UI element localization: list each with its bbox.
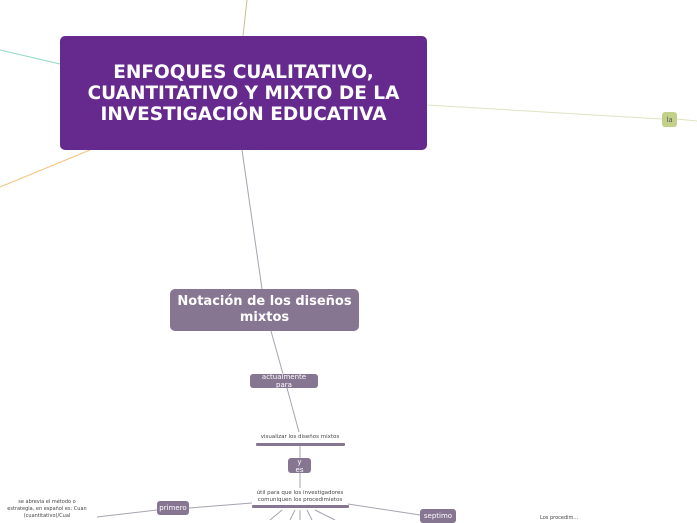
connector-primero-label: primero (159, 504, 187, 512)
text-visualizar[interactable]: visualizar los diseños mixtos (252, 434, 348, 441)
connector-y-es[interactable]: y es (288, 457, 311, 474)
text-util[interactable]: útil para que los investigadores comuniq… (250, 490, 350, 504)
root-title: ENFOQUES CUALITATIVO, CUANTITATIVO Y MIX… (87, 61, 400, 125)
connector-actualmente[interactable]: actualmente para (250, 373, 318, 389)
text-procedimientos-label: Los procedim... (540, 515, 579, 521)
text-visualizar-label: visualizar los diseños mixtos (260, 434, 340, 440)
connector-septimo-label: septimo (423, 512, 453, 520)
underline-bar (256, 443, 345, 446)
la-node[interactable]: la (662, 112, 677, 127)
connector-y-es-label: y es (295, 457, 304, 474)
text-procedimientos-cut[interactable]: Los procedim... (540, 515, 600, 522)
root-topic[interactable]: ENFOQUES CUALITATIVO, CUANTITATIVO Y MIX… (60, 36, 427, 150)
text-util-label: útil para que los investigadores comuniq… (256, 490, 344, 503)
main-topic-notacion[interactable]: Notación de los diseños mixtos (170, 289, 359, 331)
underline-bar (252, 505, 349, 508)
text-abrevia-label: se abrevia el método o estrategia, en es… (7, 499, 87, 519)
connector-primero[interactable]: primero (157, 501, 189, 515)
text-abrevia[interactable]: se abrevia el método o estrategia, en es… (5, 499, 89, 520)
connector-septimo[interactable]: septimo (420, 509, 456, 523)
la-label: la (666, 115, 673, 124)
connector-actualmente-label: actualmente para (261, 373, 307, 389)
main-topic-title: Notación de los diseños mixtos (177, 294, 352, 325)
